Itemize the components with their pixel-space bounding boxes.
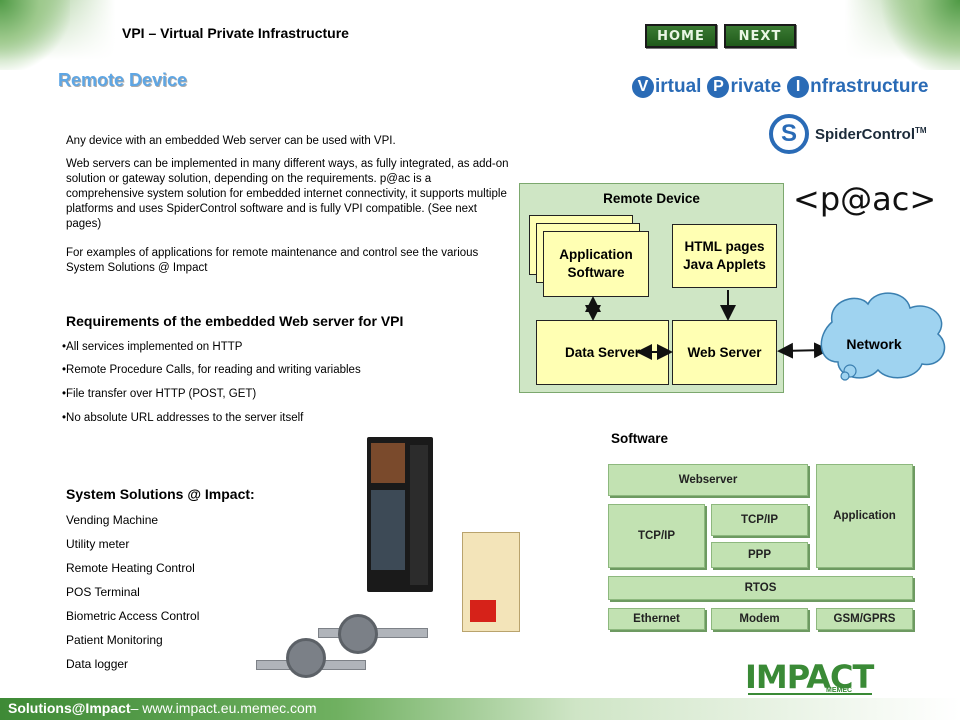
rtos-layer: RTOS bbox=[608, 576, 913, 600]
system-solution-item: Vending Machine bbox=[66, 513, 159, 527]
webserver-layer: Webserver bbox=[608, 464, 808, 496]
network-cloud-icon bbox=[820, 292, 946, 379]
vpi-logo-rivate: rivate bbox=[730, 76, 782, 97]
next-button[interactable]: NEXT bbox=[724, 24, 796, 48]
vpi-logo-nfrastructure: nfrastructure bbox=[810, 76, 929, 97]
requirements-title: Requirements of the embedded Web server … bbox=[66, 313, 404, 329]
vending-machine-coffee-panel bbox=[371, 443, 405, 483]
system-solution-item: Remote Heating Control bbox=[66, 561, 195, 575]
system-solutions-title: System Solutions @ Impact: bbox=[66, 486, 255, 502]
pac-logo: <p@ac> bbox=[793, 180, 937, 218]
system-solution-item: Utility meter bbox=[66, 537, 130, 551]
intro-paragraph-1: Any device with an embedded Web server c… bbox=[66, 135, 396, 147]
application-software-box: Application Software bbox=[543, 231, 649, 297]
requirement-item: •No absolute URL addresses to the server… bbox=[62, 412, 304, 424]
corner-decoration-left bbox=[0, 0, 70, 70]
footer-bar bbox=[0, 698, 960, 720]
network-label: Network bbox=[846, 336, 902, 352]
requirement-item: •File transfer over HTTP (POST, GET) bbox=[62, 388, 257, 400]
ethernet-layer: Ethernet bbox=[608, 608, 705, 630]
system-solution-item: POS Terminal bbox=[66, 585, 140, 599]
water-meter-image bbox=[286, 638, 326, 678]
modem-layer: Modem bbox=[711, 608, 808, 630]
software-title: Software bbox=[611, 431, 669, 446]
ppp-layer: PPP bbox=[711, 542, 808, 568]
water-meter-image bbox=[338, 614, 378, 654]
vpi-logo-i: I bbox=[787, 76, 810, 98]
home-button[interactable]: HOME bbox=[645, 24, 717, 48]
vpi-logo-p: P bbox=[707, 76, 730, 98]
system-solution-item: Data logger bbox=[66, 657, 129, 671]
requirement-item: •All services implemented on HTTP bbox=[62, 341, 243, 353]
memec-label: MEMEC bbox=[826, 687, 853, 694]
tcpip-layer-right: TCP/IP bbox=[711, 504, 808, 536]
system-solution-item: Patient Monitoring bbox=[66, 633, 163, 647]
header-fade bbox=[0, 0, 960, 60]
boiler-burner bbox=[470, 600, 496, 622]
gsm-gprs-layer: GSM/GPRS bbox=[816, 608, 913, 630]
page-title: Remote Device bbox=[58, 70, 188, 90]
header-title: VPI – Virtual Private Infrastructure bbox=[122, 25, 349, 41]
spidercontrol-name: SpiderControl bbox=[815, 125, 915, 143]
footer-brand: Solutions@Impact bbox=[8, 700, 131, 716]
system-solution-item: Biometric Access Control bbox=[66, 609, 200, 623]
vpi-logo-v: V bbox=[632, 76, 654, 98]
spidercontrol-mark-icon: S bbox=[769, 114, 809, 154]
spidercontrol-text: SpiderControlTM bbox=[815, 126, 927, 143]
intro-paragraph-3: For examples of applications for remote … bbox=[66, 247, 479, 274]
network-cloud-bubble-small-icon bbox=[840, 371, 850, 381]
spidercontrol-tm: TM bbox=[915, 125, 927, 135]
arrow-web-network bbox=[777, 342, 830, 359]
impact-logo: IMPACT bbox=[745, 658, 874, 696]
intro-paragraph-2: Web servers can be implemented in many d… bbox=[66, 158, 509, 230]
footer-url[interactable]: – www.impact.eu.memec.com bbox=[130, 700, 317, 716]
tcpip-layer-left: TCP/IP bbox=[608, 504, 705, 568]
requirement-item: •Remote Procedure Calls, for reading and… bbox=[62, 364, 361, 376]
impact-logo-underline bbox=[748, 693, 872, 695]
spidercontrol-logo: S SpiderControlTM bbox=[769, 114, 927, 154]
footer-text: Solutions@Impact– www.impact.eu.memec.co… bbox=[8, 700, 317, 716]
application-layer: Application bbox=[816, 464, 913, 568]
vending-machine-window bbox=[371, 490, 405, 570]
html-pages-box: HTML pages Java Applets bbox=[672, 224, 777, 288]
remote-device-title: Remote Device bbox=[603, 191, 700, 206]
vending-machine-side-panel bbox=[410, 445, 428, 585]
web-server-box: Web Server bbox=[672, 320, 777, 385]
corner-decoration-right bbox=[880, 0, 960, 70]
vpi-logo-irtual: irtual bbox=[655, 76, 702, 97]
